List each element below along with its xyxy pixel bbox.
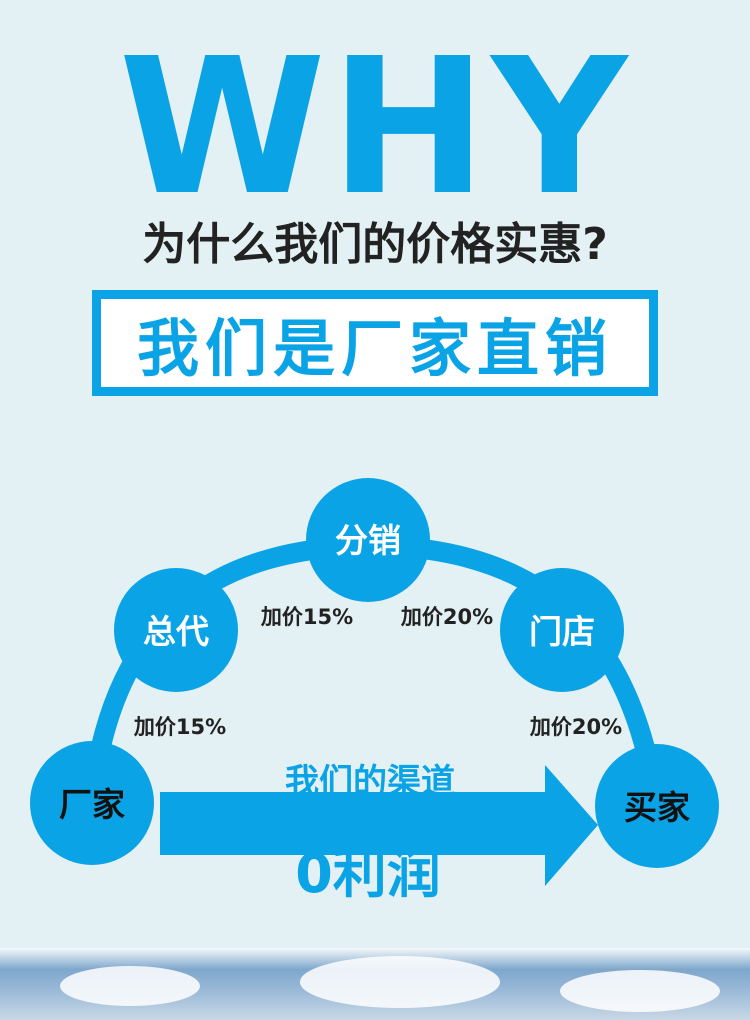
page-subtitle: 为什么我们的价格实惠? <box>142 219 608 270</box>
banner-text: 我们是厂家直销 <box>101 299 649 387</box>
sky-photo-strip <box>0 948 750 1020</box>
zero-profit-label: 0利润 <box>295 842 441 905</box>
cloud-shape <box>300 956 500 1008</box>
node-buyer-label: 买家 <box>624 788 690 827</box>
cloud-shape <box>560 970 720 1012</box>
direct-channel-arrow <box>160 765 598 886</box>
our-channel-label: 我们的渠道 <box>285 762 455 802</box>
direct-sales-banner: 我们是厂家直销 <box>92 290 658 396</box>
node-general-agent-label: 总代 <box>143 612 209 651</box>
markup-agent-to-distribution: 加价15% <box>260 605 353 629</box>
markup-distribution-to-store: 加价20% <box>400 605 493 629</box>
node-store-label: 门店 <box>529 612 595 651</box>
node-store: 门店 <box>500 568 624 692</box>
node-factory: 厂家 <box>30 741 154 865</box>
node-buyer: 买家 <box>595 744 719 868</box>
markup-factory-to-agent: 加价15% <box>133 715 226 739</box>
markup-store-to-buyer: 加价20% <box>529 715 622 739</box>
cloud-shape <box>60 966 200 1006</box>
node-distribution: 分销 <box>306 478 430 602</box>
node-distribution-label: 分销 <box>335 521 401 560</box>
node-general-agent: 总代 <box>114 568 238 692</box>
node-factory-label: 厂家 <box>59 785 125 824</box>
distribution-flow-diagram: 厂家 总代 分销 门店 买家 加价15% 加价15% 加价20% 加价20% 我… <box>30 478 719 905</box>
why-headline: WHY <box>118 18 632 237</box>
